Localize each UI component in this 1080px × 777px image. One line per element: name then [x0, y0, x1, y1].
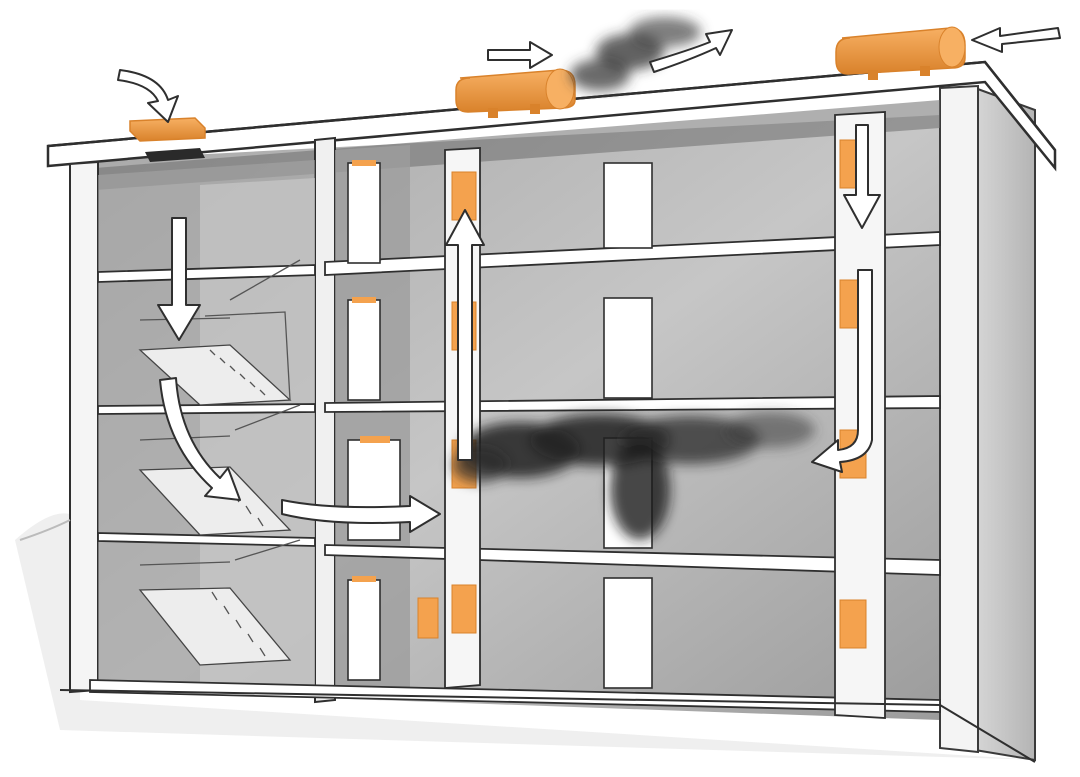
roof-supply-air-fan	[835, 26, 966, 80]
airflow-arrows	[117, 27, 1061, 533]
stair-flight-1	[138, 259, 301, 406]
airflow-arrow-icon	[811, 269, 873, 473]
airflow-arrow-icon	[157, 217, 201, 341]
stair-landing-4	[97, 264, 316, 283]
door-icon	[347, 162, 381, 264]
airflow-arrow-icon	[487, 41, 553, 69]
floor-slab-ground	[89, 679, 941, 713]
smoke-plume-third-floor	[452, 412, 815, 540]
roof-stair-hatch	[145, 148, 205, 162]
stairwell-wall	[314, 136, 336, 704]
roof-slab-top	[47, 60, 1056, 151]
building-right-wall	[974, 86, 1036, 762]
stair-flight-3	[138, 539, 301, 666]
door-icon	[347, 579, 381, 681]
building-outline-left	[19, 519, 71, 541]
door-icon	[603, 297, 653, 399]
door-transom-grilles	[352, 160, 390, 582]
damper-grille-icon	[451, 584, 477, 634]
right-front-column	[939, 84, 979, 754]
damper-grille-icon	[417, 597, 439, 639]
door-icon	[603, 162, 653, 249]
building-base	[59, 689, 1036, 763]
exhaust-smoke-plume	[570, 17, 701, 91]
building-left-wall	[69, 160, 99, 694]
door-icon	[347, 299, 381, 401]
door-icon	[603, 577, 653, 689]
airflow-arrow-icon	[649, 29, 733, 73]
stair-landing-3	[97, 403, 316, 415]
airflow-arrow-icon	[281, 495, 441, 533]
airflow-arrow-icon	[843, 124, 881, 229]
stair-landing-2	[97, 532, 316, 547]
roof-air-inlet-vent	[129, 117, 206, 142]
airflow-arrow-icon	[445, 209, 485, 461]
door-icon	[347, 439, 401, 541]
airflow-arrow-icon	[971, 27, 1061, 53]
airflow-arrow-icon	[117, 69, 179, 123]
damper-grille-icon	[839, 599, 867, 649]
airflow-arrow-icon	[159, 377, 241, 501]
fan-icon	[835, 27, 966, 75]
